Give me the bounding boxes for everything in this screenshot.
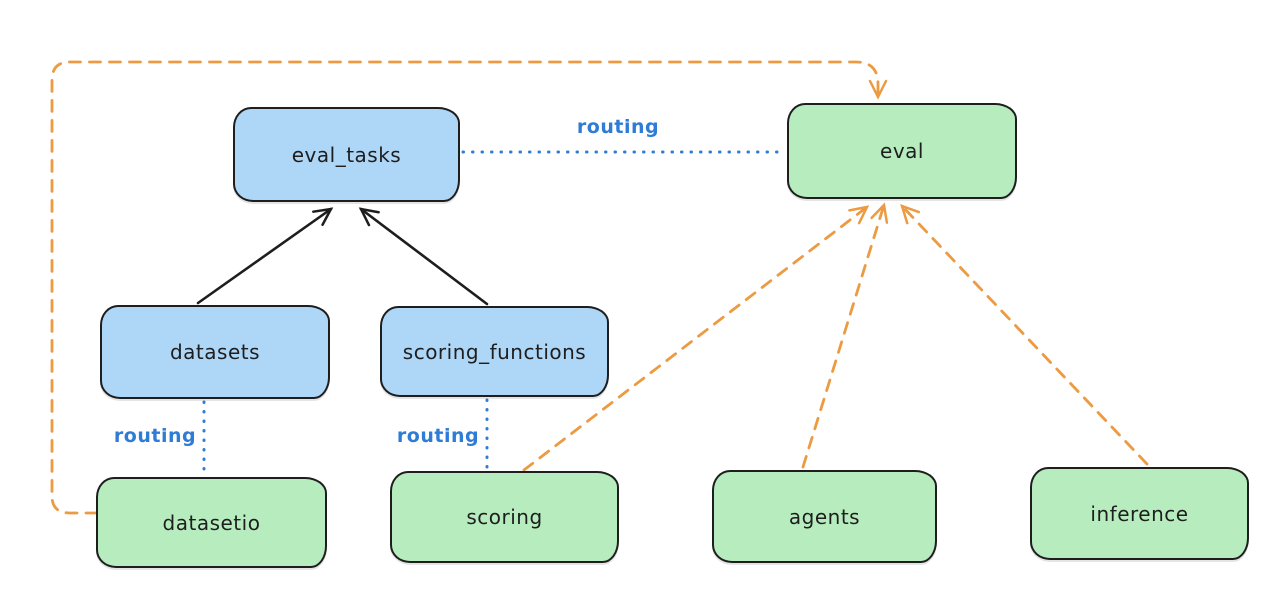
edge-datasets-to-eval-tasks [196, 207, 334, 305]
node-scoring: scoring [390, 471, 619, 563]
node-scoring-label: scoring [466, 505, 543, 529]
node-eval-label: eval [880, 139, 924, 163]
edge-scoring-to-eval [522, 205, 870, 472]
node-datasets-label: datasets [169, 340, 261, 364]
edge-scoring-functions-to-eval-tasks [358, 207, 489, 306]
node-eval: eval [787, 103, 1017, 199]
edge-label-routing-scoring-functions-scoring: routing [396, 425, 480, 447]
node-datasetio: datasetio [96, 477, 327, 568]
node-inference: inference [1030, 467, 1249, 560]
edge-datasetio-to-eval [50, 60, 888, 515]
edge-inference-to-eval [900, 203, 1149, 466]
node-agents-label: agents [788, 504, 861, 529]
node-scoring-functions-label: scoring_functions [402, 339, 587, 364]
edge-agents-to-eval [801, 202, 889, 469]
edge-label-routing-datasets-datasetio: routing [113, 425, 197, 447]
node-datasets: datasets [100, 305, 330, 399]
node-scoring-functions: scoring_functions [380, 306, 609, 397]
node-agents: agents [712, 470, 937, 563]
node-eval-tasks: eval_tasks [233, 107, 460, 202]
node-eval-tasks-label: eval_tasks [291, 142, 402, 167]
node-inference-label: inference [1090, 501, 1189, 526]
edge-label-routing-eval-tasks-eval: routing [576, 116, 660, 138]
node-datasetio-label: datasetio [162, 510, 261, 535]
